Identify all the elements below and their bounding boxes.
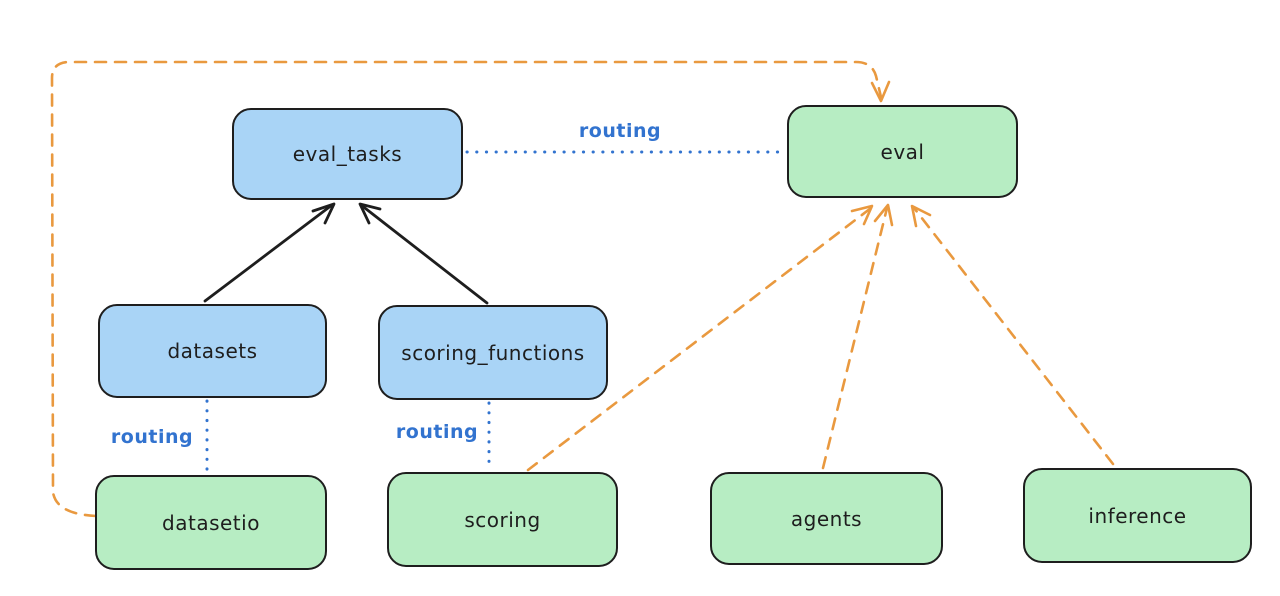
node-scoring_functions-label: scoring_functions bbox=[401, 340, 585, 365]
arrowhead-scoring-to-eval bbox=[850, 204, 874, 226]
edge-label-routing-scoring_functions-scoring: routing bbox=[395, 421, 479, 443]
arrow-datasets-to-eval_tasks bbox=[203, 203, 334, 303]
node-inference-label: inference bbox=[1088, 503, 1187, 528]
node-scoring-label: scoring bbox=[464, 507, 541, 532]
arrow-scoring_functions-to-eval_tasks bbox=[359, 203, 489, 305]
arrowhead-datasetio-to-eval bbox=[870, 80, 891, 103]
node-agents: agents bbox=[710, 472, 943, 565]
node-agents-label: agents bbox=[790, 506, 863, 531]
arrowhead-agents-to-eval bbox=[873, 203, 894, 227]
arrowhead-scoring_functions-to-eval_tasks bbox=[358, 202, 382, 225]
node-datasetio-label: datasetio bbox=[162, 510, 260, 535]
node-datasets: datasets bbox=[98, 304, 327, 398]
dashed-inference-to-eval bbox=[912, 206, 1115, 466]
edge-label-routing-datasets-datasetio: routing bbox=[110, 426, 194, 448]
node-eval-label: eval bbox=[880, 139, 925, 164]
node-scoring: scoring bbox=[387, 472, 618, 567]
node-eval_tasks: eval_tasks bbox=[232, 108, 463, 200]
node-datasetio: datasetio bbox=[95, 475, 327, 570]
arrowhead-inference-to-eval bbox=[910, 204, 932, 228]
node-eval_tasks-label: eval_tasks bbox=[292, 142, 403, 166]
node-eval: eval bbox=[787, 105, 1018, 198]
node-inference: inference bbox=[1023, 468, 1252, 563]
node-datasets-label: datasets bbox=[167, 339, 258, 363]
dashed-agents-to-eval bbox=[821, 206, 889, 470]
edge-label-routing-eval_tasks-eval: routing bbox=[578, 120, 662, 142]
arrowhead-datasets-to-eval_tasks bbox=[311, 202, 336, 225]
node-scoring_functions: scoring_functions bbox=[378, 305, 608, 400]
